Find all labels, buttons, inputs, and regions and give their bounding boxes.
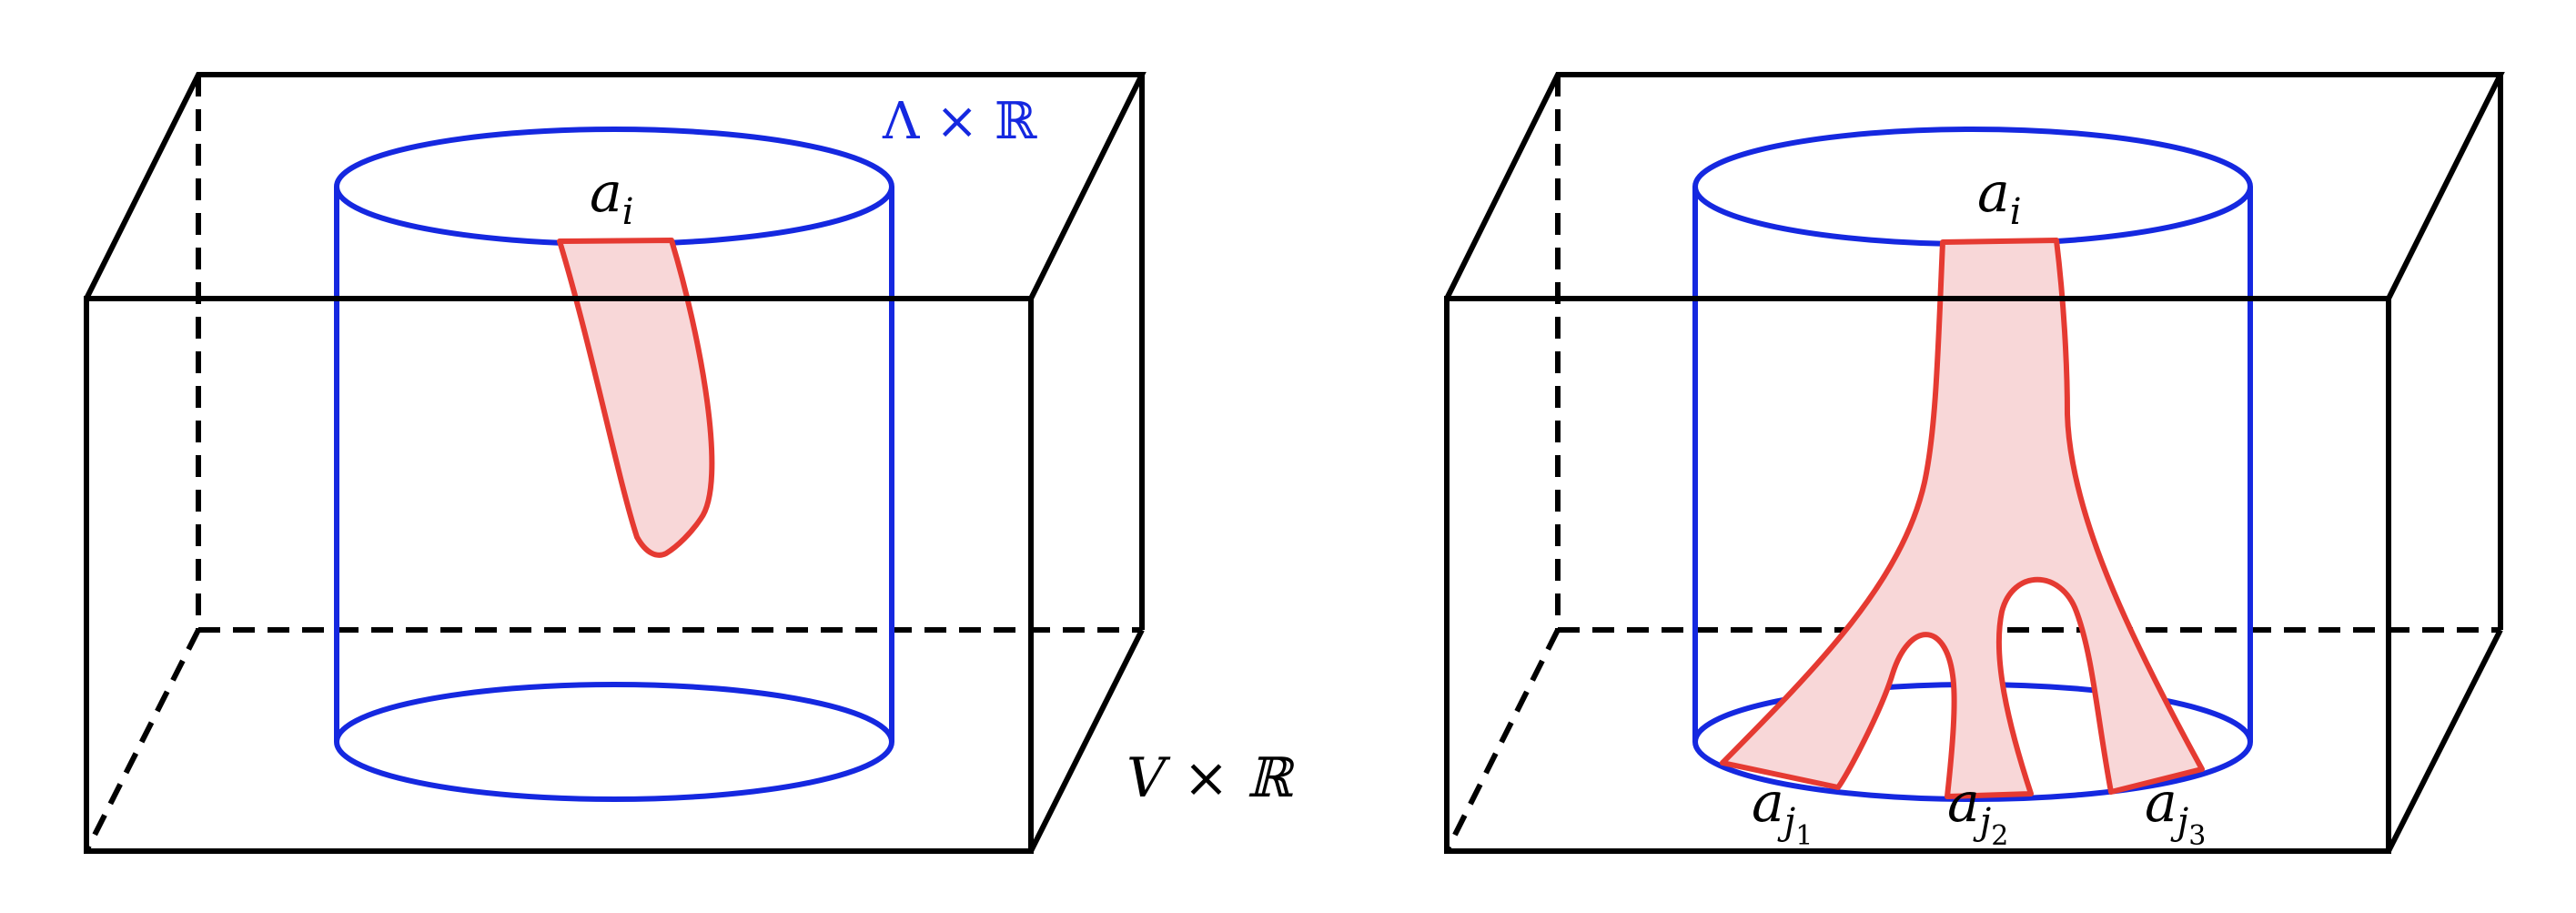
box-label: V × ℝ bbox=[1126, 746, 1296, 810]
left-top-chord-label: ai bbox=[590, 161, 634, 233]
right-panel: ai aj1 aj2 aj3 bbox=[1444, 72, 2505, 854]
left-box-visible-edges bbox=[84, 72, 1147, 854]
left-box-hidden-edges bbox=[84, 75, 1142, 853]
right-box-hidden-edges bbox=[1444, 75, 2500, 853]
bottom-chord-label-1: aj1 bbox=[1752, 771, 1813, 852]
left-cylinder bbox=[334, 127, 894, 802]
right-box-visible-edges bbox=[1444, 72, 2505, 854]
left-strip bbox=[557, 238, 715, 558]
bottom-chord-label-2: aj2 bbox=[1947, 771, 2008, 852]
right-cylinder-top-ellipse bbox=[1692, 127, 2253, 247]
bottom-chord-label-3: aj3 bbox=[2145, 771, 2206, 852]
left-panel: ai Λ × ℝ V × ℝ bbox=[84, 72, 1296, 854]
left-cylinder-bottom-ellipse bbox=[334, 682, 894, 802]
cylinder-label: Λ × ℝ bbox=[882, 92, 1038, 151]
right-strip bbox=[1720, 238, 2205, 799]
right-top-chord-label: ai bbox=[1977, 161, 2022, 233]
